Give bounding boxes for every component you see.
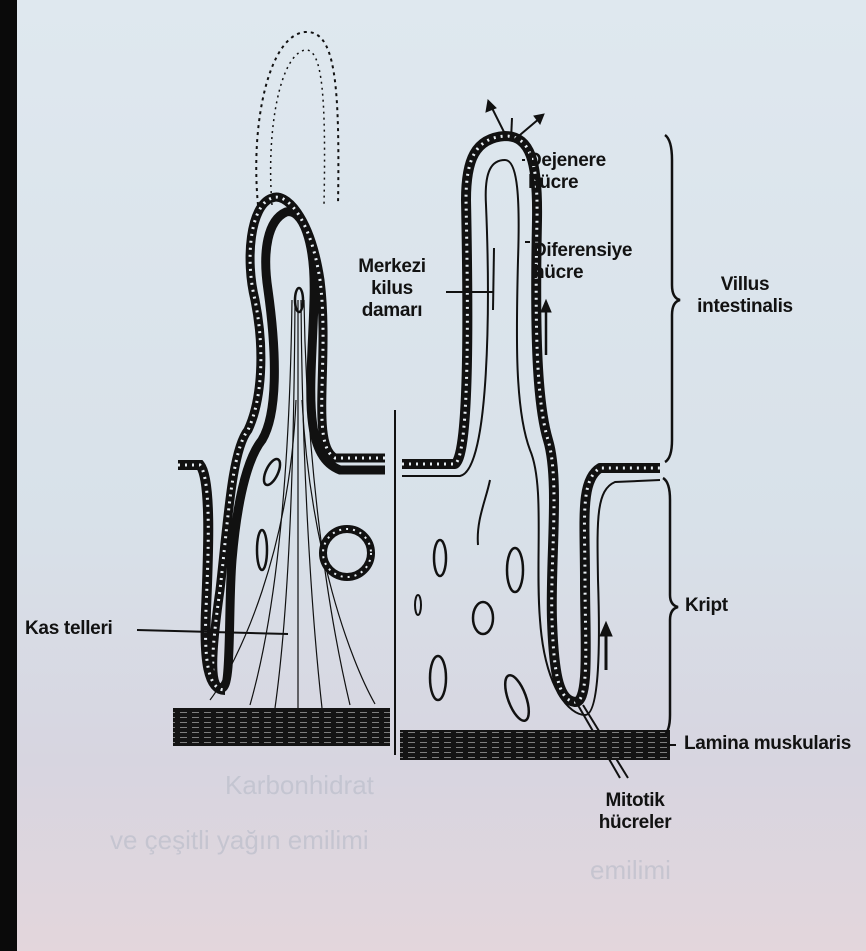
label-villus-intestinalis: Villus intestinalis [680, 274, 810, 318]
label-diferensiye-hucre: Diferensiye hücre [533, 240, 673, 284]
label-lamina-muskularis: Lamina muskularis [684, 733, 851, 755]
right-villus-epithelium [402, 136, 660, 702]
label-kas-telleri: Kas telleri [25, 618, 113, 640]
left-villus [178, 32, 385, 710]
label-kript: Kript [685, 595, 728, 617]
kript-brace [663, 478, 678, 736]
right-villus [402, 100, 660, 778]
label-merkezi-kilus-damari: Merkezi kilus damarı [348, 256, 436, 322]
label-dejenere-hucre: Dejenere hücre [528, 150, 668, 194]
retracted-villus-outline [256, 32, 338, 205]
left-lamina-muskularis [173, 708, 390, 746]
label-mitotik-hucreler: Mitotik hücreler [585, 790, 685, 834]
right-lamina-muskularis [400, 730, 670, 760]
